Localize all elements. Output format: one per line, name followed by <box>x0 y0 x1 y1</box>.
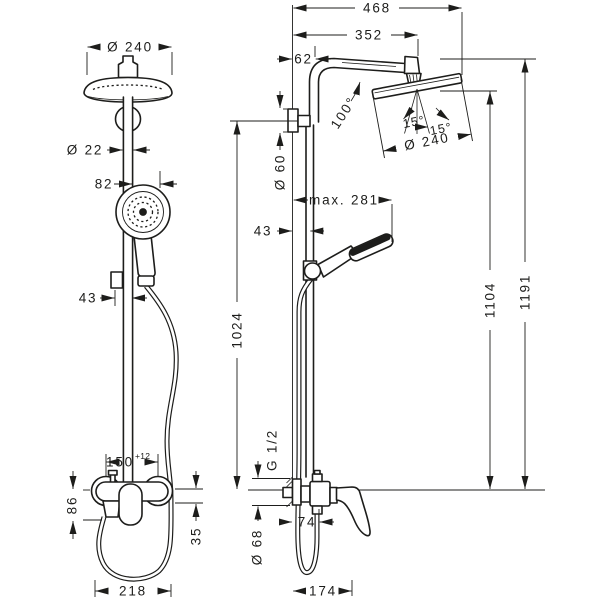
side-supply-nipple <box>282 486 294 499</box>
front-handshower-center <box>139 208 147 216</box>
dim-head-face-height: 1104 <box>440 90 498 489</box>
side-mixer-lever <box>335 486 371 537</box>
dim-overall-height: 1191 <box>440 58 536 489</box>
label-overall-height: 1191 <box>518 274 533 310</box>
dim-overall-depth: 468 <box>293 1 463 75</box>
dim-supply-thread: G 1/2 <box>252 429 290 479</box>
side-view: 15° 15° Ø 240 100° <box>230 1 545 599</box>
dim-front-handshower-offset: 82 <box>95 171 177 192</box>
dim-front-holder-offset: 43 <box>79 290 147 306</box>
label-front-hole-distance: 150 <box>106 455 134 470</box>
side-handshower <box>302 233 394 281</box>
label-overall-depth: 468 <box>363 1 391 16</box>
side-arm-inner <box>317 66 406 123</box>
label-tilt-back: 15° <box>402 113 427 131</box>
front-hose <box>96 284 179 582</box>
label-front-pipe-diameter: Ø 22 <box>67 143 103 158</box>
dim-front-head-diameter: Ø 240 <box>86 40 173 75</box>
side-mixer-escutcheon <box>291 478 302 506</box>
dim-bracket-escutcheon: Ø 60 <box>273 91 290 190</box>
side-top-port <box>311 473 323 483</box>
side-head-connector <box>403 55 421 75</box>
side-bracket-arm <box>297 114 311 128</box>
dim-front-escutcheon-offset: 35 <box>175 471 204 545</box>
label-wall-to-riser: 62 <box>294 52 313 67</box>
dim-front-loop-width: 218 <box>94 580 172 599</box>
front-handshower-nut <box>137 275 155 287</box>
label-side-head-diameter: Ø 240 <box>403 130 451 153</box>
dim-faucet-depth: 174 <box>293 580 353 599</box>
dim-arm-angle: 100° <box>328 81 361 132</box>
label-front-escutcheon-offset: 35 <box>189 527 204 546</box>
side-arm-outer <box>308 57 406 123</box>
front-riser-pipe-fill <box>123 97 133 484</box>
front-handshower-handle <box>133 234 156 278</box>
side-bracket-escutcheon <box>287 108 299 133</box>
label-bracket-escutcheon: Ø 60 <box>273 154 288 190</box>
label-arm-angle: 100° <box>328 94 360 132</box>
dim-front-hole-distance: 150 +12 <box>105 451 159 476</box>
label-bar-top-height: 1024 <box>230 311 245 348</box>
dim-front-pipe-diameter: Ø 22 <box>67 143 150 158</box>
side-bottom-port <box>311 505 323 515</box>
dim-front-center-height: 86 <box>65 471 102 539</box>
front-slider-holder <box>110 271 124 289</box>
dim-wall-to-bar: 43 <box>254 224 324 239</box>
front-head-serration <box>92 84 164 91</box>
label-front-hole-tolerance: +12 <box>135 451 150 461</box>
dim-bar-top-height: 1024 <box>230 120 298 489</box>
front-mixer <box>90 469 174 526</box>
label-wall-to-hose: 74 <box>298 515 317 530</box>
label-front-head-diameter: Ø 240 <box>107 40 153 55</box>
dim-faucet-escutcheon: Ø 68 <box>250 505 290 565</box>
front-view: Ø 240 Ø 22 82 43 150 + <box>65 40 204 599</box>
side-tilt-angles: 15° 15° <box>402 88 454 138</box>
side-mixer-body <box>309 480 331 507</box>
label-faucet-escutcheon: Ø 68 <box>250 529 265 565</box>
label-front-holder-offset: 43 <box>79 291 98 306</box>
label-front-loop-width: 218 <box>119 584 147 599</box>
front-handshower <box>115 184 171 287</box>
front-head-connector <box>117 55 139 79</box>
dim-wall-to-riser: 62 <box>277 46 331 67</box>
label-arm-projection: 352 <box>355 28 383 43</box>
side-hose <box>295 277 320 575</box>
label-head-face-height: 1104 <box>483 282 498 318</box>
dim-max-reach: max. 281 <box>293 193 393 242</box>
dim-arm-projection: 352 <box>293 28 419 56</box>
side-mixer <box>282 469 371 537</box>
label-tilt-forward: 15° <box>429 120 454 138</box>
label-wall-to-bar: 43 <box>254 224 273 239</box>
label-max-reach: max. 281 <box>309 193 379 208</box>
front-mixer-lever <box>118 483 143 526</box>
front-hose-outlet <box>102 500 121 518</box>
front-overhead-shower <box>83 76 173 103</box>
label-front-handshower-offset: 82 <box>95 177 114 192</box>
dim-wall-to-hose: 74 <box>278 509 334 532</box>
side-handshower-ball <box>303 262 322 280</box>
label-faucet-depth: 174 <box>309 584 337 599</box>
label-supply-thread: G 1/2 <box>265 429 280 471</box>
label-front-center-height: 86 <box>65 496 80 515</box>
